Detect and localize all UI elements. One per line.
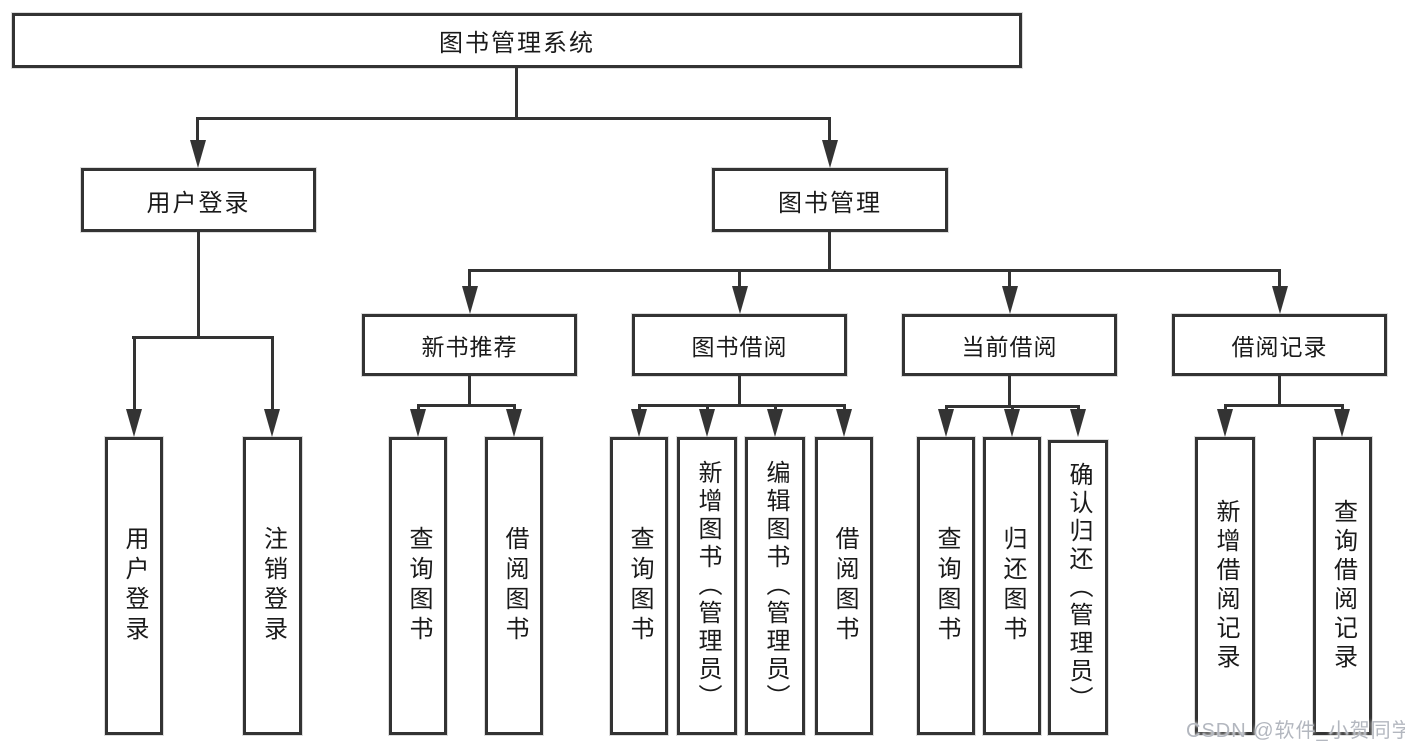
arrow-down-icon xyxy=(1334,409,1350,437)
arrow-down-icon xyxy=(699,409,715,437)
arrow-down-icon xyxy=(1217,409,1233,437)
node-label: 图书管理 xyxy=(778,189,882,217)
leaf-query-book-current: 查询图书 xyxy=(917,437,975,735)
connector-drop-newbook xyxy=(468,270,471,287)
node-label: 注销登录 xyxy=(259,526,287,646)
connector-drop xyxy=(843,404,846,410)
node-label: 查询图书 xyxy=(405,526,432,646)
connector-drop xyxy=(1077,405,1080,411)
arrow-down-icon xyxy=(1002,286,1018,314)
leaf-query-borrow-record: 查询借阅记录 xyxy=(1313,437,1372,735)
connector-bookborrow-stem xyxy=(738,376,741,407)
leaf-logout: 注销登录 xyxy=(243,437,302,735)
node-label: 查询图书 xyxy=(933,526,960,646)
leaf-add-book-admin: 新增图书（管理员） xyxy=(677,437,737,735)
leaf-borrow-book: 借阅图书 xyxy=(815,437,873,735)
arrow-down-icon xyxy=(264,409,280,437)
node-root-system: 图书管理系统 xyxy=(12,13,1022,68)
arrow-down-icon xyxy=(1272,286,1288,314)
arrow-down-icon xyxy=(462,286,478,314)
connector-root-stem xyxy=(515,68,518,118)
connector-borrowrecord-stem xyxy=(1278,376,1281,407)
node-label: 确认归还（管理员） xyxy=(1065,461,1092,714)
connector-drop xyxy=(774,404,777,410)
node-label: 借阅图书 xyxy=(831,526,858,646)
connector-userlogin-stem xyxy=(197,232,200,339)
leaf-query-book-newbook: 查询图书 xyxy=(389,437,447,735)
connector-userlogin-rail xyxy=(132,336,274,339)
connector-borrowrecord-rail xyxy=(1224,404,1344,407)
arrow-down-icon xyxy=(822,140,838,168)
connector-drop-logout xyxy=(271,336,274,410)
arrow-down-icon xyxy=(732,286,748,314)
connector-drop-book-mgmt xyxy=(828,118,831,142)
arrow-down-icon xyxy=(836,409,852,437)
node-label: 新书推荐 xyxy=(421,334,518,360)
node-label: 借阅图书 xyxy=(501,526,528,646)
leaf-edit-book-admin: 编辑图书（管理员） xyxy=(745,437,805,735)
node-label: 用户登录 xyxy=(121,526,148,646)
connector-bookmgmt-stem xyxy=(828,232,831,272)
leaf-return-book: 归还图书 xyxy=(983,437,1041,735)
connector-drop-currentborrow xyxy=(1008,270,1011,287)
watermark: CSDN @软件_小贺同学 xyxy=(1186,720,1405,742)
connector-drop-login xyxy=(133,336,136,410)
arrow-down-icon xyxy=(1004,409,1020,437)
connector-drop xyxy=(1224,404,1227,410)
connector-drop xyxy=(1011,405,1014,411)
node-book-borrow: 图书借阅 xyxy=(632,314,847,376)
node-label: 借阅记录 xyxy=(1231,334,1328,360)
connector-newbook-stem xyxy=(468,376,471,407)
node-label: 新增图书（管理员） xyxy=(694,460,721,712)
node-label: 图书管理系统 xyxy=(439,30,595,57)
connector-drop-borrowrecord xyxy=(1278,270,1281,287)
connector-drop xyxy=(1341,404,1344,410)
leaf-query-book-borrow: 查询图书 xyxy=(610,437,668,735)
node-label: 查询借阅记录 xyxy=(1329,499,1357,673)
node-label: 用户登录 xyxy=(146,189,251,217)
connector-drop xyxy=(417,404,420,410)
leaf-confirm-return-admin: 确认归还（管理员） xyxy=(1048,440,1108,735)
arrow-down-icon xyxy=(631,409,647,437)
connector-drop xyxy=(945,405,948,411)
arrow-down-icon xyxy=(1070,409,1086,437)
node-current-borrow: 当前借阅 xyxy=(902,314,1117,376)
node-new-book-recommend: 新书推荐 xyxy=(362,314,577,376)
connector-bookborrow-rail xyxy=(638,404,846,407)
connector-drop-user-login xyxy=(196,118,199,142)
node-label: 图书借阅 xyxy=(691,334,788,360)
connector-drop xyxy=(638,404,641,410)
connector-currentborrow-stem xyxy=(1008,376,1011,408)
node-user-login: 用户登录 xyxy=(81,168,316,232)
leaf-user-login: 用户登录 xyxy=(105,437,163,735)
arrow-down-icon xyxy=(190,140,206,168)
connector-drop xyxy=(513,404,516,410)
arrow-down-icon xyxy=(126,409,142,437)
leaf-borrow-book-newbook: 借阅图书 xyxy=(485,437,543,735)
node-label: 归还图书 xyxy=(999,526,1026,646)
node-label: 查询图书 xyxy=(626,526,653,646)
connector-root-rail xyxy=(196,117,831,120)
arrow-down-icon xyxy=(506,409,522,437)
node-label: 当前借阅 xyxy=(961,334,1058,360)
arrow-down-icon xyxy=(938,409,954,437)
node-borrow-record: 借阅记录 xyxy=(1172,314,1387,376)
connector-drop-bookborrow xyxy=(738,270,741,287)
node-book-management: 图书管理 xyxy=(712,168,948,232)
connector-drop xyxy=(706,404,709,410)
arrow-down-icon xyxy=(410,409,426,437)
node-label: 编辑图书（管理员） xyxy=(762,460,789,712)
node-label: 新增借阅记录 xyxy=(1212,499,1239,673)
leaf-add-borrow-record: 新增借阅记录 xyxy=(1195,437,1255,735)
connector-bookmgmt-rail xyxy=(468,269,1281,272)
connector-newbook-rail xyxy=(417,404,516,407)
arrow-down-icon xyxy=(767,409,783,437)
